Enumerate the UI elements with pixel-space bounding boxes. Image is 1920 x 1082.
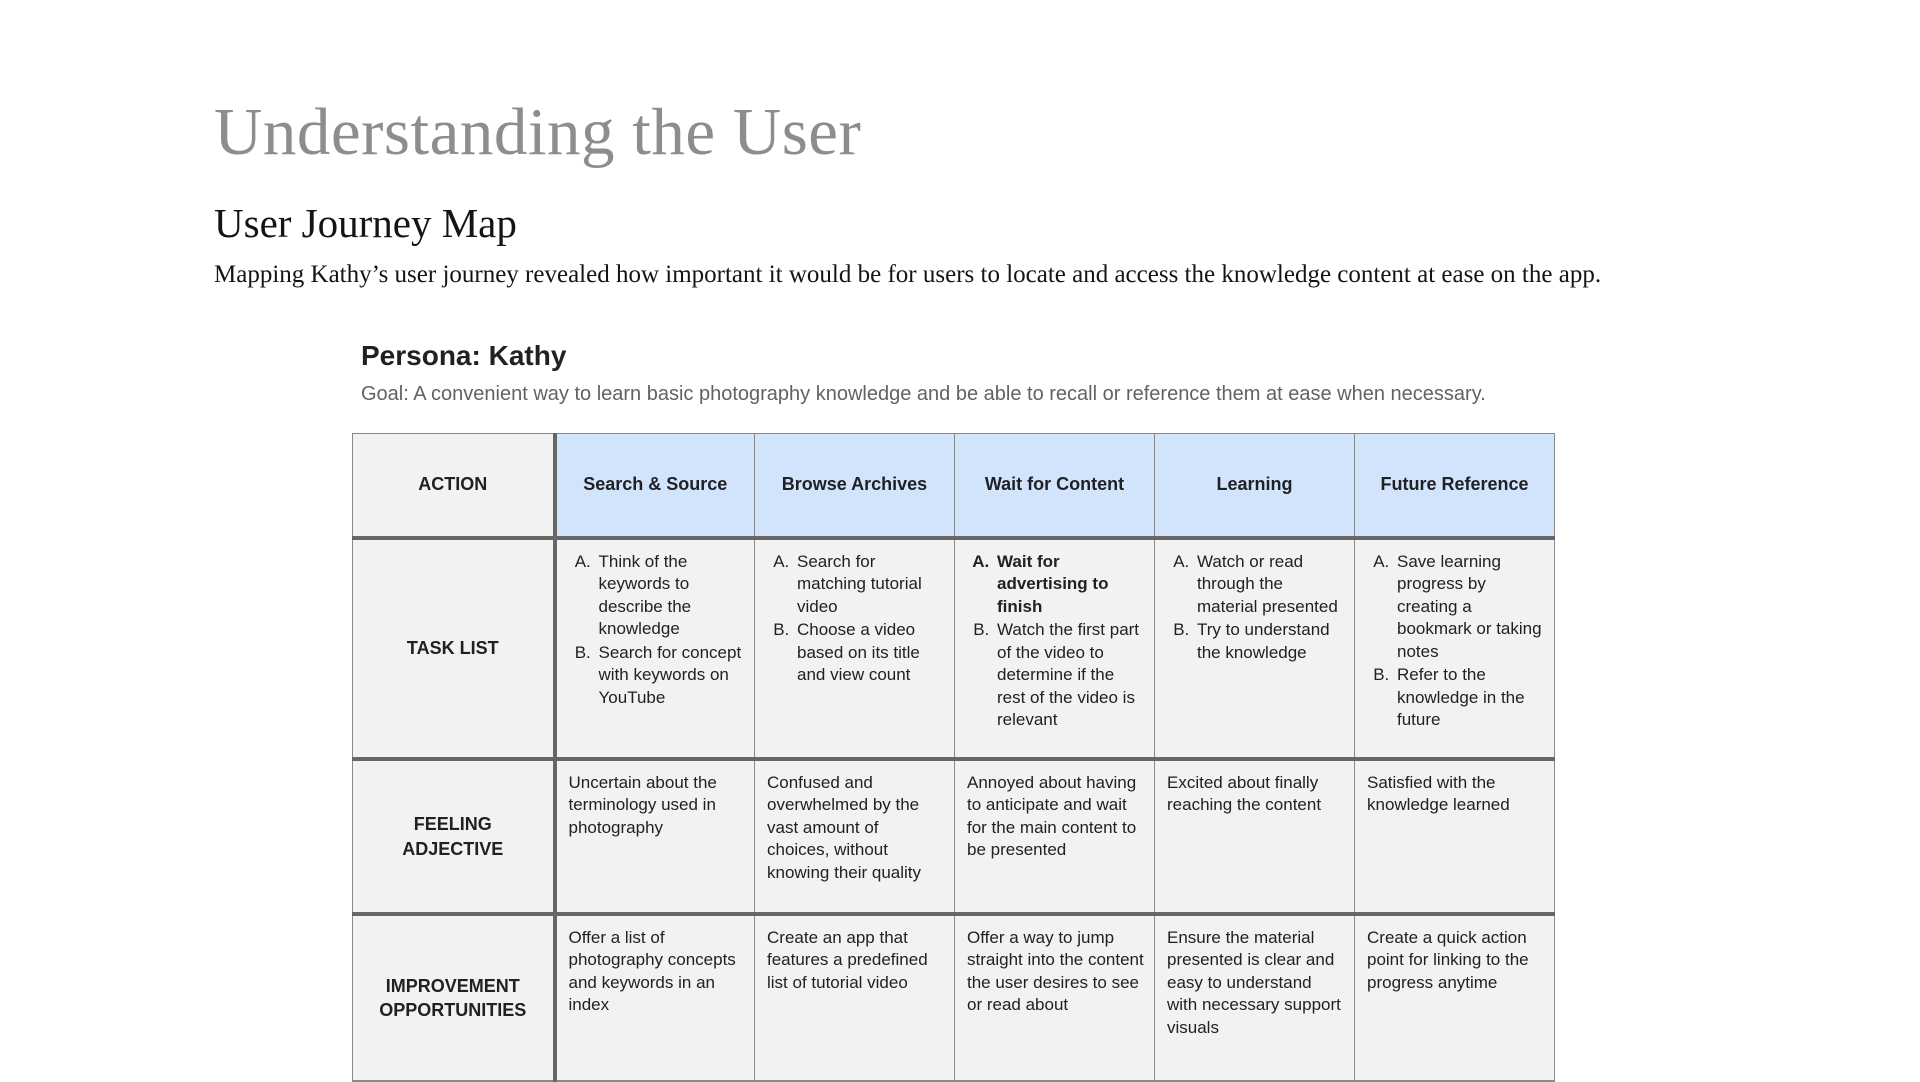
corner-header-action: ACTION (352, 433, 557, 540)
section-title: User Journey Map (214, 200, 517, 246)
journey-cell-task-list-search-source: Think of the keywords to describe the kn… (554, 537, 755, 761)
task-item: Refer to the knowledge in the future (1394, 664, 1544, 731)
journey-cell-task-list-wait-for-content: Wait for advertising to finishWatch the … (954, 537, 1155, 761)
journey-cell-task-list-browse-archives: Search for matching tutorial videoChoose… (754, 537, 955, 761)
task-list: Save learning progress by creating a boo… (1367, 551, 1544, 732)
journey-cell-feeling-adjective-future-reference: Satisfied with the knowledge learned (1354, 758, 1555, 916)
task-list: Watch or read through the material prese… (1167, 551, 1344, 664)
task-item: Choose a video based on its title and vi… (794, 619, 944, 686)
intro-paragraph: Mapping Kathy’s user journey revealed ho… (214, 261, 1602, 288)
task-item: Wait for advertising to finish (994, 551, 1144, 618)
journey-cell-improvement-opportunities-browse-archives: Create an app that features a predefined… (754, 913, 955, 1082)
stage-header-browse-archives: Browse Archives (754, 433, 955, 540)
journey-cell-feeling-adjective-learning: Excited about finally reaching the conte… (1154, 758, 1355, 916)
persona-heading: Persona: Kathy (361, 340, 567, 371)
page-title: Understanding the User (214, 95, 862, 169)
journey-cell-feeling-adjective-wait-for-content: Annoyed about having to anticipate and w… (954, 758, 1155, 916)
journey-cell-improvement-opportunities-future-reference: Create a quick action point for linking … (1354, 913, 1555, 1082)
task-item: Watch the first part of the video to det… (994, 619, 1144, 731)
journey-cell-feeling-adjective-browse-archives: Confused and overwhelmed by the vast amo… (754, 758, 955, 916)
task-item: Try to understand the knowledge (1194, 619, 1344, 664)
stage-header-wait-for-content: Wait for Content (954, 433, 1155, 540)
journey-cell-feeling-adjective-search-source: Uncertain about the terminology used in … (554, 758, 755, 916)
row-label-feeling-adjective: FEELING ADJECTIVE (352, 758, 557, 916)
journey-cell-task-list-learning: Watch or read through the material prese… (1154, 537, 1355, 761)
persona-goal: Goal: A convenient way to learn basic ph… (361, 383, 1486, 405)
task-list: Think of the keywords to describe the kn… (569, 551, 745, 709)
journey-cell-improvement-opportunities-search-source: Offer a list of photography concepts and… (554, 913, 755, 1082)
task-item: Save learning progress by creating a boo… (1394, 551, 1544, 663)
task-item: Search for matching tutorial video (794, 551, 944, 618)
row-label-task-list: TASK LIST (352, 537, 557, 761)
task-item: Search for concept with keywords on YouT… (596, 642, 745, 709)
journey-cell-improvement-opportunities-wait-for-content: Offer a way to jump straight into the co… (954, 913, 1155, 1082)
journey-cell-improvement-opportunities-learning: Ensure the material presented is clear a… (1154, 913, 1355, 1082)
row-label-improvement-opportunities: IMPROVEMENT OPPORTUNITIES (352, 913, 557, 1082)
task-list: Wait for advertising to finishWatch the … (967, 551, 1144, 732)
task-item: Think of the keywords to describe the kn… (596, 551, 745, 641)
row-task-list: TASK LIST Think of the keywords to descri… (352, 537, 1555, 761)
stage-header-learning: Learning (1154, 433, 1355, 540)
stage-header-future-reference: Future Reference (1354, 433, 1555, 540)
stage-header-search-source: Search & Source (554, 433, 755, 540)
task-item: Watch or read through the material prese… (1194, 551, 1344, 618)
task-list: Search for matching tutorial videoChoose… (767, 551, 944, 687)
journey-cell-task-list-future-reference: Save learning progress by creating a boo… (1354, 537, 1555, 761)
